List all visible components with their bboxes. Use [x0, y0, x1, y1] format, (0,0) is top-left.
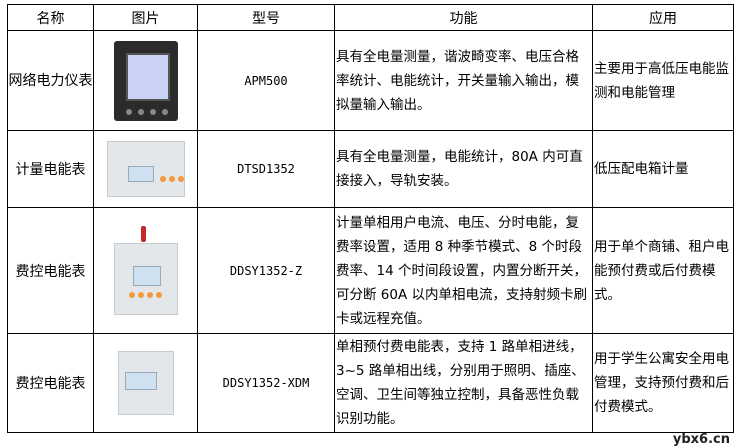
cell-function: 单相预付费电能表，支持 1 路单相进线，3~5 路单相出线，分别用于照明、插座、… — [334, 333, 593, 433]
product-table: 名称 图片 型号 功能 应用 网络电力仪表 APM500 具有全电量测量，谐波畸… — [7, 4, 734, 433]
table-row: 计量电能表 DTSD1352 具有全电量测量，电能统计，80A 内可直接接入，导… — [7, 130, 734, 208]
table-row: 费控电能表 DDSY1352-XDM 单相预付费电能表，支持 1 路单相进线，3… — [7, 333, 734, 433]
cell-function: 具有全电量测量，谐波畸变率、电压合格率统计、电能统计，开关量输入输出，模拟量输入… — [334, 30, 593, 131]
header-image: 图片 — [93, 4, 198, 31]
header-name: 名称 — [7, 4, 94, 31]
cell-name: 费控电能表 — [7, 333, 94, 433]
cell-function: 具有全电量测量，电能统计，80A 内可直接接入，导轨安装。 — [334, 130, 593, 208]
cell-model: DDSY1352-XDM — [197, 333, 335, 433]
cell-image — [93, 333, 198, 433]
cell-application: 低压配电箱计量 — [592, 130, 734, 208]
cell-application: 用于学生公寓安全用电管理，支持预付费和后付费模式。 — [592, 333, 734, 433]
cell-function: 计量单相用户电流、电压、分时电能，复费率设置，适用 8 种季节模式、8 个时段费… — [334, 207, 593, 334]
cell-name: 网络电力仪表 — [7, 30, 94, 131]
watermark: ybx6.cn — [672, 432, 730, 447]
header-application: 应用 — [592, 4, 734, 31]
header-function: 功能 — [334, 4, 593, 31]
cell-model: DDSY1352-Z — [197, 207, 335, 334]
cell-image — [93, 130, 198, 208]
cell-name: 计量电能表 — [7, 130, 94, 208]
prepaid-meter-antenna-image — [113, 225, 178, 315]
din-rail-meter-image — [106, 141, 185, 197]
cell-model: DTSD1352 — [197, 130, 335, 208]
table-row: 费控电能表 DDSY1352-Z 计量单相用户电流、电压、分时电能，复费率设置，… — [7, 207, 734, 334]
table-row: 网络电力仪表 APM500 具有全电量测量，谐波畸变率、电压合格率统计、电能统计… — [7, 30, 734, 131]
cell-model: APM500 — [197, 30, 335, 131]
cell-application: 用于单个商铺、租户电能预付费或后付费模式。 — [592, 207, 734, 334]
cell-image — [93, 30, 198, 131]
cell-application: 主要用于高低压电能监测和电能管理 — [592, 30, 734, 131]
table-header-row: 名称 图片 型号 功能 应用 — [7, 4, 734, 31]
apm-meter-image — [113, 40, 178, 121]
header-model: 型号 — [197, 4, 335, 31]
cell-image — [93, 207, 198, 334]
cell-name: 费控电能表 — [7, 207, 94, 334]
prepaid-meter-image — [117, 351, 174, 415]
